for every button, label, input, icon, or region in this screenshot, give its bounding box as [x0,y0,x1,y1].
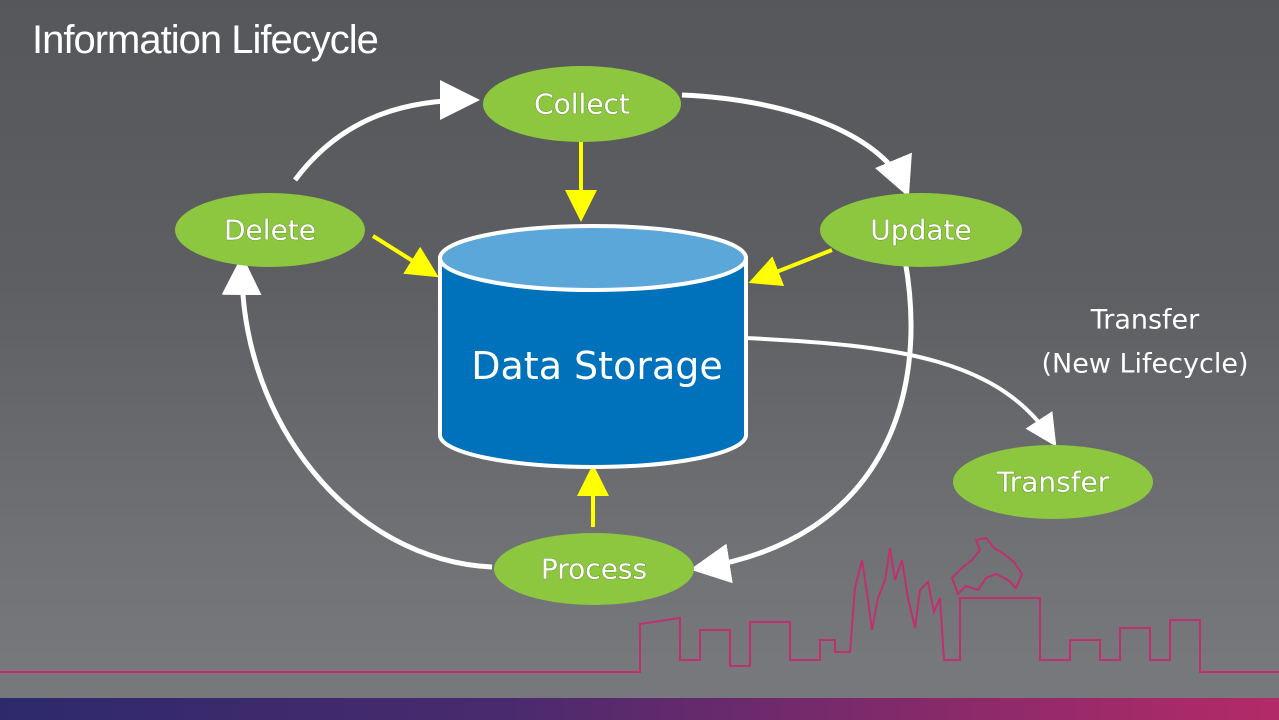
node-update-label: Update [870,214,971,247]
arrow-collect-to-update [681,92,912,198]
node-transfer: Transfer [953,445,1153,519]
transfer-annotation-line1: Transfer [1090,305,1200,336]
arrow-delete-to-storage [371,234,439,278]
slide-title: Information Lifecycle [32,18,379,62]
arrow-process-to-delete [221,255,493,570]
node-process: Process [494,533,694,605]
city-skyline [0,547,1279,673]
arrow-update-to-process [690,259,914,584]
horse-rider-statue [950,536,1024,596]
arrow-delete-to-collect [293,80,480,182]
data-storage-cylinder: Data Storage [438,224,748,469]
node-transfer-label: Transfer [996,466,1110,499]
bottom-gradient-bar [0,698,1279,720]
arrow-update-to-storage [748,248,833,287]
data-storage-label: Data Storage [471,344,723,388]
node-delete: Delete [175,193,365,267]
transfer-annotation-line2: (New Lifecycle) [1042,349,1249,380]
arrow-storage-to-transfer [744,336,1057,447]
node-update: Update [820,193,1022,267]
node-process-label: Process [541,553,647,586]
node-collect: Collect [483,66,681,142]
node-delete-label: Delete [224,214,316,247]
node-collect-label: Collect [534,88,630,121]
